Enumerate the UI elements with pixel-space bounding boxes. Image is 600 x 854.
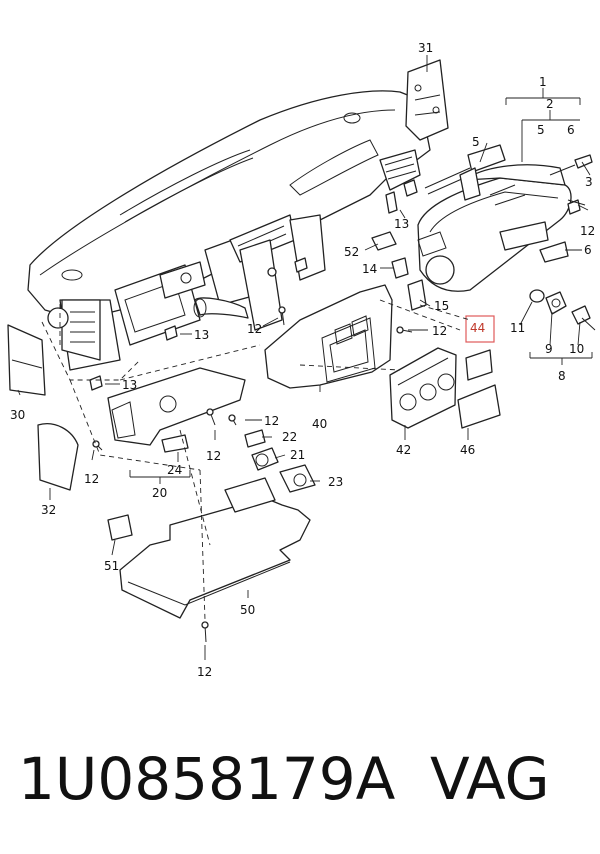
lower-trim-panel <box>107 367 246 453</box>
label-22: 22 <box>282 430 297 444</box>
label-52: 52 <box>344 245 359 259</box>
brand-name: VAG <box>430 745 550 813</box>
mounting-plate <box>405 59 449 141</box>
label-14: 14 <box>362 262 377 276</box>
label-30: 30 <box>10 408 25 422</box>
cover-panel <box>457 384 501 429</box>
label-9: 9 <box>545 342 553 356</box>
label-42: 42 <box>396 443 411 457</box>
clips <box>89 325 178 391</box>
label-15: 15 <box>434 299 449 313</box>
label-50: 50 <box>240 603 255 617</box>
label-12a: 12 <box>580 224 595 238</box>
label-51: 51 <box>104 559 119 573</box>
label-3: 3 <box>585 175 593 189</box>
end-cap <box>37 423 79 491</box>
exploded-parts-diagram: 31 1 2 5 6 5 3 12 6 13 52 14 15 44 11 9 … <box>7 41 596 679</box>
label-12g: 12 <box>197 665 212 679</box>
screws <box>92 199 586 643</box>
glove-box-assembly <box>417 144 572 292</box>
label-12b: 12 <box>432 324 447 338</box>
label-6a: 6 <box>567 123 575 137</box>
label-8: 8 <box>558 369 566 383</box>
label-13b: 13 <box>194 328 209 342</box>
side-trim-panel <box>7 324 46 396</box>
small-brackets <box>294 179 427 311</box>
center-console <box>239 239 393 389</box>
label-5b: 5 <box>537 123 545 137</box>
label-21: 21 <box>290 448 305 462</box>
highlighted-part-44 <box>465 315 495 381</box>
floor-tray <box>107 477 311 619</box>
part-number: 1U0858179A <box>18 745 396 813</box>
label-2: 2 <box>546 97 554 111</box>
label-13c: 13 <box>122 378 137 392</box>
label-11: 11 <box>510 321 525 335</box>
label-40: 40 <box>312 417 327 431</box>
label-12d: 12 <box>264 414 279 428</box>
label-1: 1 <box>539 75 547 89</box>
label-12f: 12 <box>84 472 99 486</box>
label-20: 20 <box>152 486 167 500</box>
trim-frame <box>389 347 457 429</box>
label-23: 23 <box>328 475 343 489</box>
label-44: 44 <box>470 321 485 335</box>
label-46: 46 <box>460 443 475 457</box>
label-31: 31 <box>418 41 433 55</box>
label-13a: 13 <box>394 217 409 231</box>
label-24: 24 <box>167 463 182 477</box>
alignment-lines <box>41 299 471 621</box>
callout-labels: 31 1 2 5 6 5 3 12 6 13 52 14 15 44 11 9 … <box>10 41 595 679</box>
label-32: 32 <box>41 503 56 517</box>
label-12e: 12 <box>206 449 221 463</box>
label-5: 5 <box>472 135 480 149</box>
footer: 1U0858179A VAG <box>0 735 600 845</box>
leader-lines <box>17 55 593 660</box>
lock-components <box>529 154 596 331</box>
label-6b: 6 <box>584 243 592 257</box>
switch-components <box>244 429 316 493</box>
label-10: 10 <box>569 342 584 356</box>
label-12c: 12 <box>247 322 262 336</box>
